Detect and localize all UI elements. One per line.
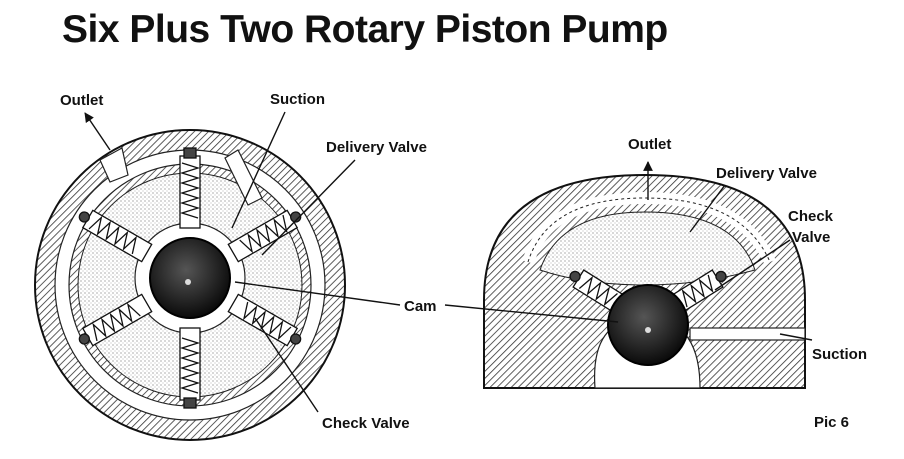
page-title: Six Plus Two Rotary Piston Pump <box>62 8 668 51</box>
right-delivery-valve-label: Delivery Valve <box>716 165 817 182</box>
left-check-valve-label: Check Valve <box>322 415 410 432</box>
right-cylinders <box>569 269 727 313</box>
figure-caption: Pic 6 <box>814 414 850 431</box>
left-cam <box>149 237 231 319</box>
cam-label: Cam <box>404 298 437 315</box>
right-check-valve-label-line1: Check <box>788 208 834 225</box>
left-leaders <box>84 111 401 413</box>
left-delivery-valve-label: Delivery Valve <box>326 139 427 156</box>
right-leaders <box>444 161 813 341</box>
right-cam <box>607 284 689 366</box>
right-suction-label: Suction <box>812 346 867 363</box>
left-outlet-label: Outlet <box>60 92 104 109</box>
left-suction-label: Suction <box>270 91 325 108</box>
right-outlet-label: Outlet <box>628 136 672 153</box>
left-cylinders <box>78 147 302 409</box>
right-check-valve-label-line2: Valve <box>792 229 831 246</box>
